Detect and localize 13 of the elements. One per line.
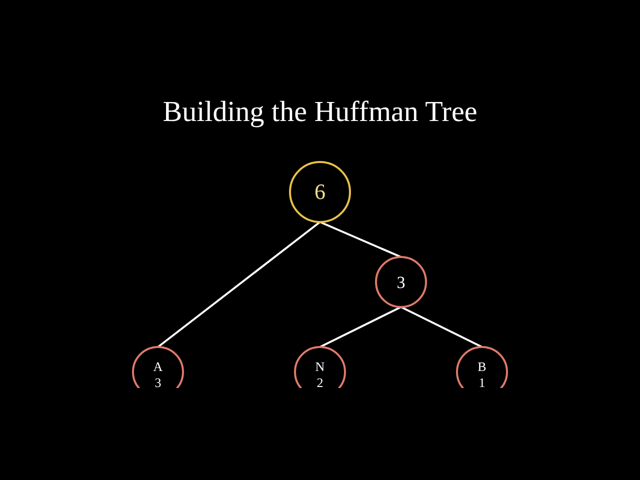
node-label: N (315, 359, 325, 375)
tree-edge (320, 306, 402, 348)
tree-edge (320, 221, 402, 258)
node-label: 2 (316, 375, 324, 391)
tree-edge (157, 221, 321, 348)
node-label: 6 (314, 181, 326, 203)
tree-edge (400, 306, 482, 348)
node-label: B (478, 359, 486, 375)
title: Building the Huffman Tree (162, 96, 478, 129)
node-label: 1 (478, 375, 486, 391)
node-label: A (153, 359, 163, 375)
node-label: 3 (396, 274, 406, 290)
node-label: 3 (154, 375, 162, 391)
